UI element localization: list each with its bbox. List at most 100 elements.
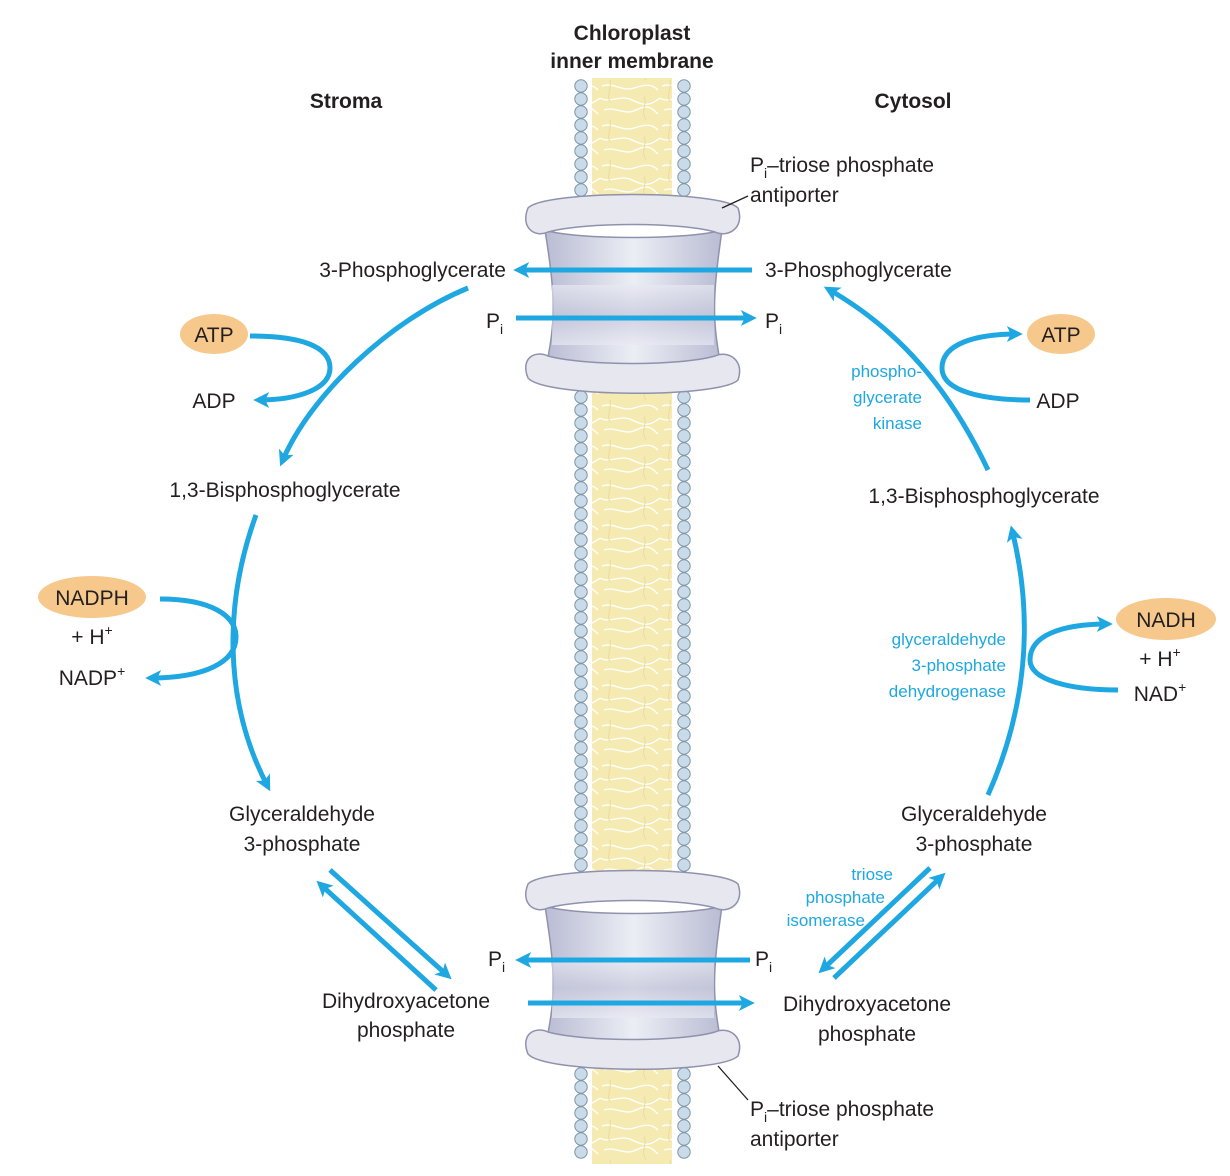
enzyme-pgk-line3: kinase	[873, 414, 922, 433]
lipid-head	[677, 1119, 691, 1133]
lipid-head	[677, 793, 691, 807]
lipid-head	[574, 754, 588, 768]
stroma-heading: Stroma	[310, 90, 383, 113]
lipid-head	[677, 702, 691, 716]
lipid-head	[677, 468, 691, 482]
stroma-h-plus: + H+	[71, 622, 112, 649]
pathway-arrows	[145, 261, 1119, 1012]
stroma-adp-label: ADP	[192, 390, 235, 413]
lipid-head	[574, 1093, 588, 1107]
stroma-nadph-bubble	[38, 576, 146, 618]
cytosol-heading: Cytosol	[874, 90, 951, 113]
lipid-head	[677, 715, 691, 729]
lipid-head	[574, 572, 588, 586]
stroma-nadp-label: NADP+	[59, 663, 126, 690]
antiporter-lower	[525, 869, 741, 1070]
lipid-head	[677, 170, 691, 184]
arrow-stroma-bpg-to-g3p	[230, 514, 271, 792]
lipid-head	[677, 131, 691, 145]
lipid-head	[677, 533, 691, 547]
lipid-head	[677, 105, 691, 119]
cytosol-dhap-line1: Dihydroxyacetone	[783, 993, 951, 1016]
lipid-head	[574, 403, 588, 417]
stroma-3pg-label: 3-Phosphoglycerate	[319, 259, 506, 282]
lipid-head	[574, 650, 588, 664]
lipid-head	[574, 793, 588, 807]
svg-text:antiporter: antiporter	[750, 1128, 839, 1151]
arrow-stroma-atp-to-adp	[249, 333, 333, 408]
lipid-head	[574, 507, 588, 521]
lipid-head	[574, 157, 588, 171]
cytosol-nadh-label: NADH	[1136, 609, 1196, 632]
enzyme-gapdh-line3: dehydrogenase	[889, 682, 1006, 701]
cytosol-nad-label: NAD+	[1134, 679, 1187, 706]
lipid-head	[677, 767, 691, 781]
lipid-head	[574, 611, 588, 625]
lipid-head	[677, 183, 691, 197]
lipid-head	[574, 1080, 588, 1094]
stroma-pi-upper: Pi	[486, 310, 503, 337]
lipid-head	[574, 832, 588, 846]
membrane-bilayer	[574, 78, 691, 1164]
cytosol-atp-bubble	[1027, 314, 1095, 354]
membrane-title-line1: Chloroplast	[574, 22, 691, 45]
cytosol-h-plus: + H+	[1139, 644, 1180, 671]
lipid-head	[677, 157, 691, 171]
lipid-head	[574, 624, 588, 638]
membrane-core-lower	[592, 1064, 672, 1164]
membrane-title-line2: inner membrane	[550, 50, 713, 73]
lipid-head	[677, 1067, 691, 1081]
lipid-head	[677, 1080, 691, 1094]
lipid-head	[574, 598, 588, 612]
lipid-head	[677, 585, 691, 599]
arrow-stroma-g3p-to-dhap	[328, 868, 452, 980]
lipid-head	[574, 131, 588, 145]
lipid-head	[574, 676, 588, 690]
enzyme-gapdh-line1: glyceraldehyde	[892, 630, 1006, 649]
lipid-head	[574, 1106, 588, 1120]
stroma-dhap-line1: Dihydroxyacetone	[322, 990, 490, 1013]
arrow-cytosol-g3p-to-dhap	[818, 866, 932, 974]
lipid-head	[574, 144, 588, 158]
lipid-head	[574, 689, 588, 703]
lipid-head	[677, 416, 691, 430]
lipid-head	[574, 858, 588, 872]
cytosol-dhap-line2: phosphate	[818, 1023, 916, 1046]
cytosol-atp-label: ATP	[1041, 324, 1080, 347]
lipid-head	[677, 624, 691, 638]
lipid-head	[574, 105, 588, 119]
membrane-core-upper	[592, 78, 672, 210]
lipid-head	[677, 676, 691, 690]
lipid-head	[677, 546, 691, 560]
lipid-head	[677, 832, 691, 846]
lipid-head	[677, 79, 691, 93]
lipid-head	[574, 481, 588, 495]
arrow-cytosol-dhap-to-g3p	[832, 872, 946, 980]
lipid-head	[677, 780, 691, 794]
lipid-head	[574, 170, 588, 184]
lipid-head	[574, 663, 588, 677]
enzyme-tpi-line2: phosphate	[806, 888, 885, 907]
lipid-head	[677, 858, 691, 872]
enzyme-pgk-line1: phospho-	[851, 362, 922, 381]
lipid-head	[677, 637, 691, 651]
lipid-head	[574, 416, 588, 430]
lipid-head	[677, 754, 691, 768]
lipid-head-groups	[574, 79, 691, 1159]
lipid-head	[677, 92, 691, 106]
lipid-head	[574, 741, 588, 755]
svg-text:Pi–triose phosphate: Pi–triose phosphate	[750, 154, 934, 181]
lipid-head	[574, 1067, 588, 1081]
cytosol-3pg-label: 3-Phosphoglycerate	[765, 259, 952, 282]
lipid-head	[574, 390, 588, 404]
arrow-cytosol-g3p-to-bpg	[985, 525, 1027, 797]
antiporter-upper	[525, 193, 741, 394]
stroma-atp-label: ATP	[194, 324, 233, 347]
lipid-head	[574, 118, 588, 132]
cytosol-bpg-label: 1,3-Bisphosphoglycerate	[868, 485, 1099, 508]
lipid-head	[677, 481, 691, 495]
stroma-g3p-line1: Glyceraldehyde	[229, 803, 375, 826]
stroma-atp-bubble	[180, 314, 248, 354]
arrow-cytosol-bpg-to-3pg	[823, 286, 991, 472]
